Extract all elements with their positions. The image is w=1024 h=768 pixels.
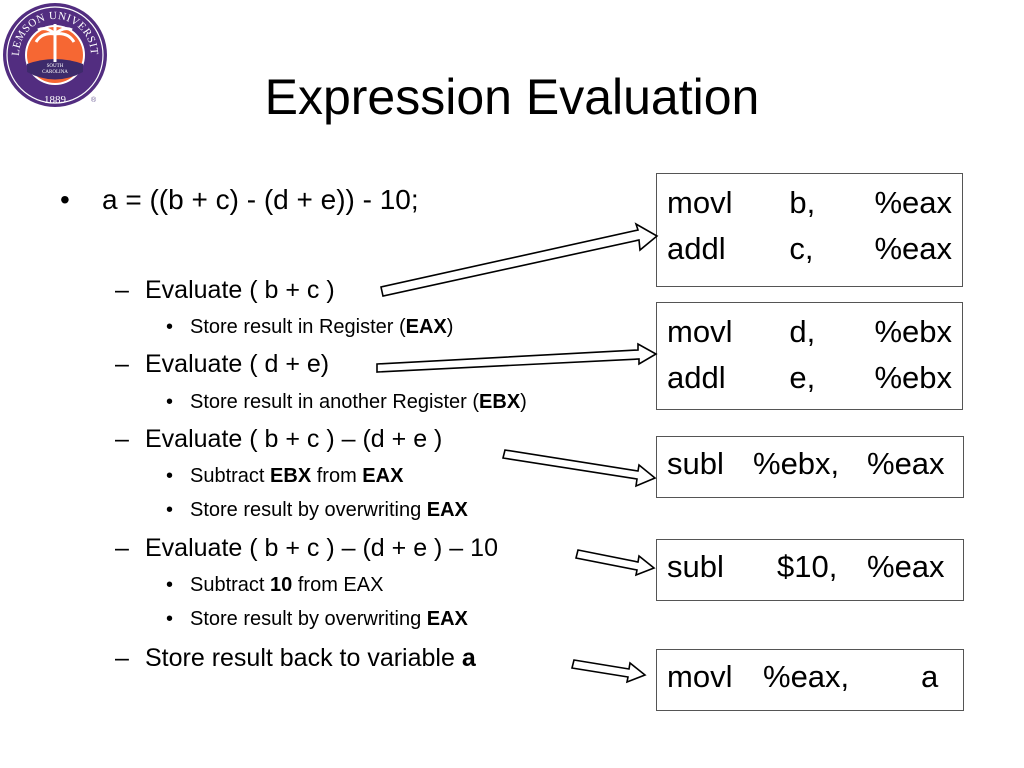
- svg-text:1889: 1889: [44, 94, 67, 106]
- sub-subtract-10: •Subtract 10 from EAX: [166, 574, 384, 596]
- slide-title: Expression Evaluation: [264, 69, 760, 125]
- sub-bullet-glyph: •: [166, 608, 174, 630]
- bullet-glyph: •: [60, 184, 70, 215]
- arrow-to-box-3: [502, 449, 657, 488]
- code-box-movl-a: movl%eax,a: [656, 649, 964, 711]
- arrow-to-box-2: [376, 342, 658, 373]
- sub-overwrite-eax: •Store result by overwriting EAX: [166, 499, 468, 521]
- sub-store-ebx: •Store result in another Register (EBX): [166, 391, 527, 413]
- sub-bullet-glyph: •: [166, 499, 174, 521]
- dash-glyph: –: [115, 534, 129, 562]
- clemson-seal-logo: CLEMSON UNIVERSITY 1889 SOUTH CAROLINA: [2, 2, 107, 107]
- sub-subtract-ebx: •Subtract EBX from EAX: [166, 465, 404, 487]
- code-line: subl$10,%eax: [667, 549, 945, 584]
- svg-text:SOUTH: SOUTH: [47, 64, 64, 69]
- sub-bullet-glyph: •: [166, 391, 174, 413]
- sub-bullet-glyph: •: [166, 574, 174, 596]
- code-line: subl%ebx,%eax: [667, 446, 945, 481]
- arrow-to-box-5: [571, 659, 647, 684]
- code-box-subl-10: subl$10,%eax: [656, 539, 964, 601]
- dash-glyph: –: [115, 644, 129, 672]
- step-evaluate-difference: –Evaluate ( b + c ) – (d + e ): [115, 425, 443, 453]
- step-store-back: –Store result back to variable a: [115, 644, 476, 672]
- dash-glyph: –: [115, 425, 129, 453]
- arrow-to-box-1: [380, 222, 659, 297]
- sub-bullet-glyph: •: [166, 316, 174, 338]
- sub-overwrite-eax-2: •Store result by overwriting EAX: [166, 608, 468, 630]
- step-evaluate-minus-10: –Evaluate ( b + c ) – (d + e ) – 10: [115, 534, 498, 562]
- sub-bullet-glyph: •: [166, 465, 174, 487]
- registered-mark: ®: [91, 97, 97, 104]
- sub-store-eax: •Store result in Register (EAX): [166, 316, 454, 338]
- bullet-expression: • a = ((b + c) - (d + e)) - 10;: [60, 182, 419, 218]
- dash-glyph: –: [115, 276, 129, 304]
- dash-glyph: –: [115, 350, 129, 378]
- code-box-subl-ebx: subl%ebx,%eax: [656, 436, 964, 498]
- bullet-text: a = ((b + c) - (d + e)) - 10;: [102, 184, 419, 215]
- code-line: movl%eax,a: [667, 659, 939, 694]
- arrow-to-box-4: [575, 549, 656, 577]
- svg-text:CAROLINA: CAROLINA: [42, 70, 68, 75]
- step-evaluate-b-plus-c: –Evaluate ( b + c ): [115, 274, 335, 306]
- step-text: Evaluate ( b + c ): [145, 276, 335, 304]
- step-evaluate-d-plus-e: –Evaluate ( d + e): [115, 350, 330, 378]
